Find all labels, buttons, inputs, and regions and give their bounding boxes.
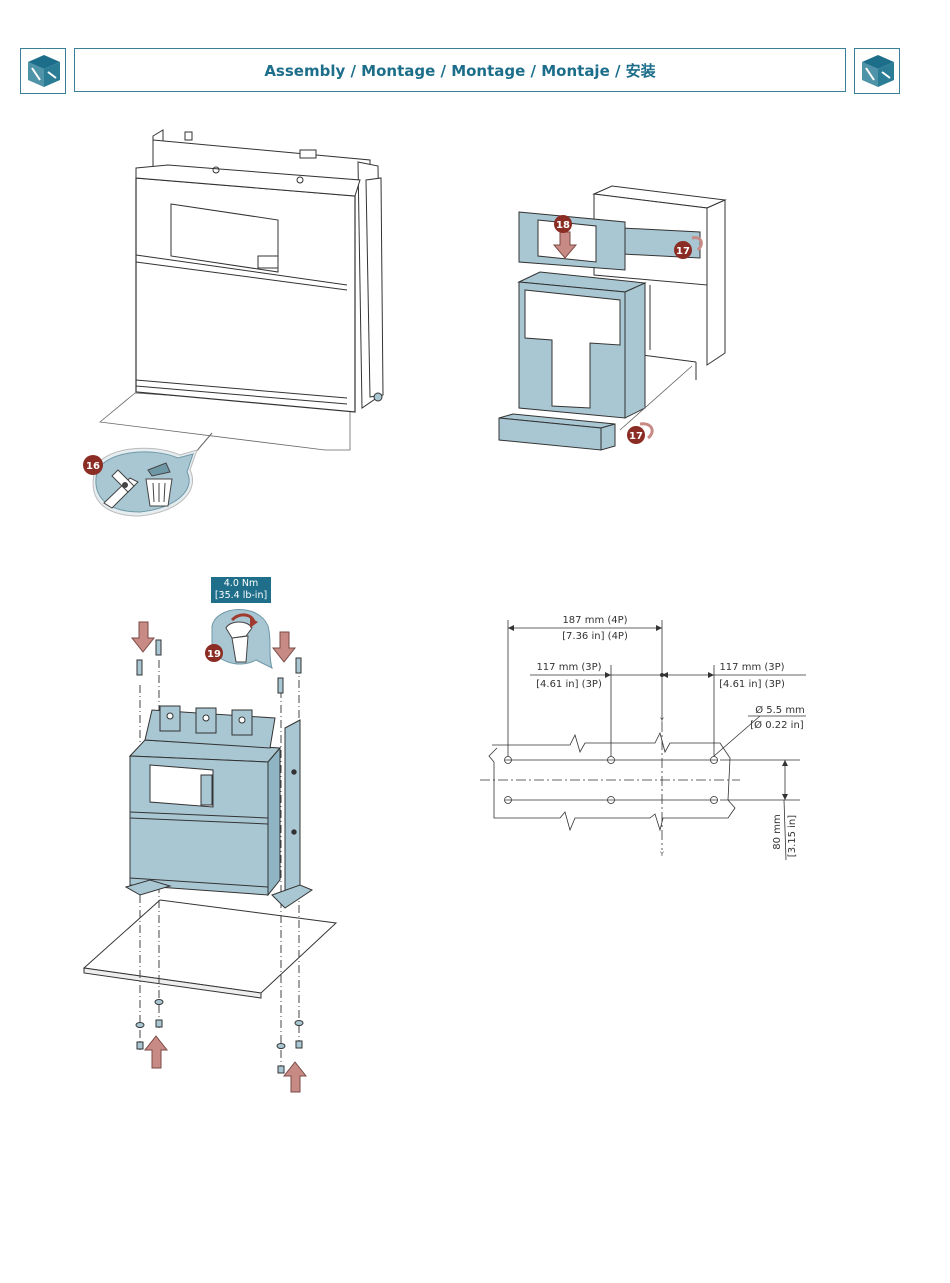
dim-right-3p-in: [4.61 in] (3P) [719, 679, 785, 690]
dim-left-3p-in: [4.61 in] (3P) [536, 679, 602, 690]
step-number-19: 19 [207, 649, 221, 660]
step-number-18: 18 [556, 220, 570, 231]
dim-width-4p-mm: 187 mm (4P) [562, 615, 627, 626]
torque-metric: 4.0 Nm [211, 578, 271, 590]
figure-drilling-pattern [480, 620, 806, 860]
axis-label-bottom: Y [659, 851, 664, 858]
step-number-17-top: 17 [676, 246, 690, 257]
dimension-arrows [508, 625, 788, 800]
dim-right-3p-mm: 117 mm (3P) [719, 662, 784, 673]
step-number-17-bottom: 17 [629, 431, 643, 442]
figure-unit-removal [100, 130, 383, 453]
torque-imperial: [35.4 lb-in] [211, 590, 271, 602]
step-number-16: 16 [86, 461, 100, 472]
axis-label-top: Y [659, 717, 664, 724]
dim-width-4p-in: [7.36 in] (4P) [562, 631, 628, 642]
dim-height-mm: 80 mm [772, 814, 783, 849]
dim-height-in: [3.15 in] [787, 815, 798, 857]
torque-spec-box: 4.0 Nm [35.4 lb-in] [211, 577, 271, 603]
wrench-bubble: 19 [205, 609, 272, 668]
dim-hole-in: [Ø 0.22 in] [750, 719, 804, 731]
figure-covers [499, 186, 725, 450]
dim-hole-mm: Ø 5.5 mm [755, 704, 805, 716]
trash-bin-icon [146, 463, 172, 506]
tool-bubble: 16 [83, 448, 197, 516]
figure-mounting [84, 640, 336, 1073]
dim-left-3p-mm: 117 mm (3P) [536, 662, 601, 673]
